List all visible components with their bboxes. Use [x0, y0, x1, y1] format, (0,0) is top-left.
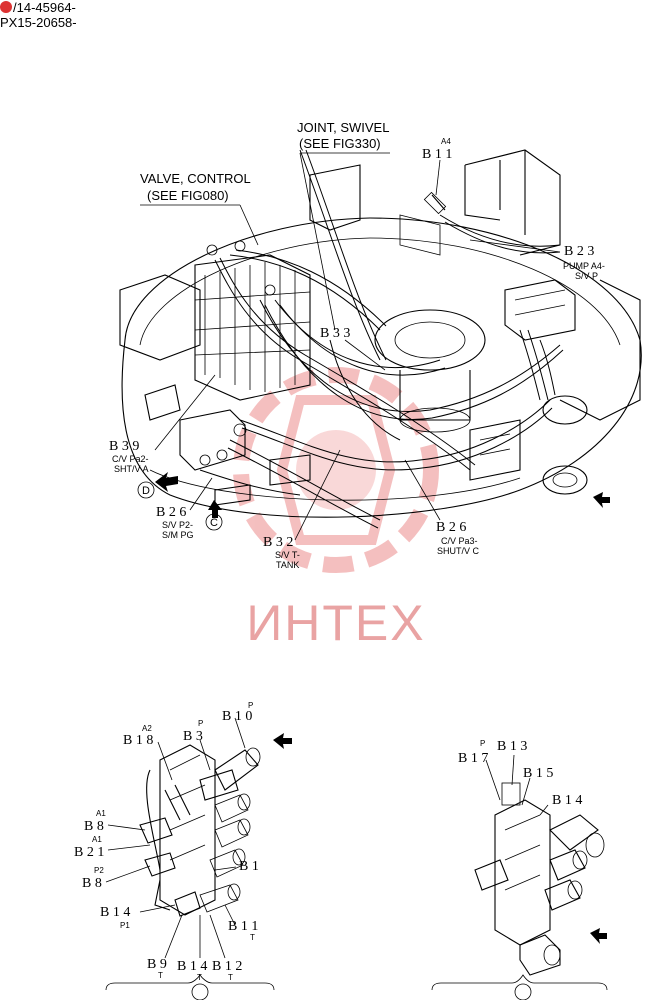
label-b11: B 1 1: [422, 147, 452, 162]
leader-lines-main: [140, 152, 561, 541]
direction-arrow-icon: [590, 928, 607, 944]
label-dl-b10: B 1 0: [222, 709, 252, 724]
label-dl-b9-port: T: [158, 971, 163, 980]
view-arrow-d: [155, 472, 178, 492]
label-b23-desc1: PUMP A4-: [563, 261, 605, 271]
label-b26-right: B 2 6: [436, 520, 466, 535]
direction-arrow-icon: [593, 492, 610, 508]
label-dl-b3-port: P: [198, 719, 203, 728]
label-b39-desc2: SHT/V A: [114, 464, 149, 474]
label-b32-desc1: S/V T-: [275, 550, 300, 560]
label-joint-swivel: JOINT, SWIVEL: [297, 120, 389, 135]
view-c-marker: [205, 513, 223, 531]
label-dl-b10-port: P: [248, 701, 253, 710]
label-b32-desc2: TANK: [276, 560, 299, 570]
detail-marker-left: [191, 983, 209, 1000]
label-dl-b11-port: T: [250, 933, 255, 942]
label-b33: B 3 3: [320, 326, 350, 341]
view-c-label: C: [210, 517, 218, 529]
arrow-up-icon: [208, 500, 222, 518]
watermark-logo: [233, 367, 439, 573]
label-dl-b21: B 2 1: [74, 845, 104, 860]
label-b23-desc2: S/V P: [575, 271, 598, 281]
direction-arrow-icon: [273, 733, 292, 749]
label-dl-b8a: B 8: [84, 819, 104, 834]
logo-icon: [0, 1, 12, 13]
label-dl-b21-port: A1: [92, 835, 102, 844]
label-dl-b18: B 1 8: [123, 733, 153, 748]
detail-marker-right: [514, 983, 532, 1000]
label-dl-b11: B 1 1: [228, 919, 258, 934]
label-valve-control: VALVE, CONTROL: [140, 171, 251, 186]
label-dl-b12-port: T: [228, 973, 233, 982]
label-b26-left-desc1: S/V P2-: [162, 520, 193, 530]
label-b26-left-desc2: S/M PG: [162, 530, 194, 540]
label-dl-b12: B 1 2: [212, 959, 242, 974]
main-assembly: [119, 149, 642, 529]
label-b32: B 3 2: [263, 535, 293, 550]
label-dr-b14: B 1 4: [552, 793, 582, 808]
label-dl-b8b: B 8: [82, 876, 102, 891]
label-dr-b17-port: P: [480, 739, 485, 748]
label-dl-b3: B 3: [183, 729, 203, 744]
label-dl-b8b-port: P2: [94, 866, 104, 875]
label-dr-b15: B 1 5: [523, 766, 553, 781]
label-dl-b14b: B 1 4: [177, 959, 207, 974]
label-dl-b8a-port: A1: [96, 809, 106, 818]
label-dr-b13: B 1 3: [497, 739, 527, 754]
header-doc-number-1: /14-45964-: [0, 0, 76, 15]
label-joint-swivel-ref: (SEE FIG330): [299, 136, 381, 151]
label-b26-right-desc2: SHUT/V C: [437, 546, 480, 556]
label-valve-control-ref: (SEE FIG080): [147, 188, 229, 203]
label-b23: B 2 3: [564, 244, 594, 259]
label-b11-port: A4: [441, 137, 451, 146]
label-dr-b17: B 1 7: [458, 751, 488, 766]
label-b26-left: B 2 6: [156, 505, 186, 520]
view-d-marker: [137, 481, 155, 499]
label-dl-b18-port: A2: [142, 724, 152, 733]
label-dl-b9: B 9: [147, 957, 167, 972]
label-b39: B 3 9: [109, 439, 139, 454]
header-doc-number-2: PX15-20658-: [0, 15, 77, 30]
label-b26-right-desc1: C/V Pa3-: [441, 536, 478, 546]
label-dl-b14b-port: T: [197, 973, 202, 982]
view-d-label: D: [142, 485, 150, 497]
watermark-text: ИНТЕХ: [246, 595, 425, 651]
label-dl-b1: B 1: [239, 859, 259, 874]
label-dl-b14: B 1 4: [100, 905, 130, 920]
arrow-right-icon: [155, 472, 178, 492]
detail-view-right: [431, 754, 608, 1000]
detail-view-left: [105, 717, 292, 1000]
label-b39-desc1: C/V Pa2-: [112, 454, 149, 464]
label-dl-b14-port: P1: [120, 921, 130, 930]
